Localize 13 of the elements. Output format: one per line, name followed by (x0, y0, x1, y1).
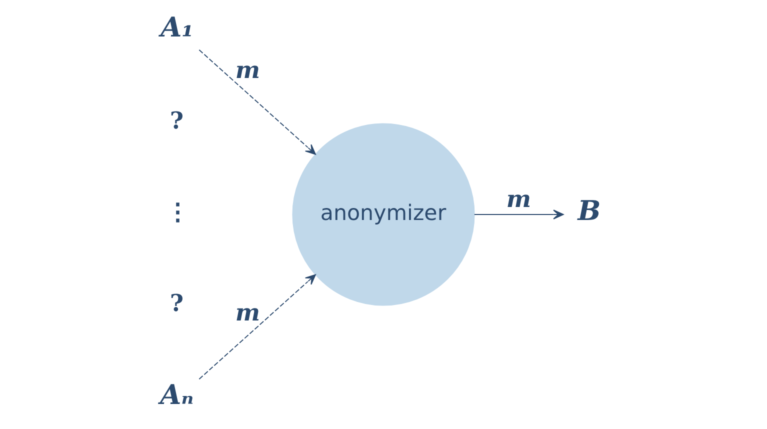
edge-label: m (235, 300, 260, 327)
arrow (474, 210, 564, 220)
arrow (198, 49, 316, 155)
arrow (198, 274, 316, 380)
edge-label: m (235, 56, 260, 84)
node-text: B (578, 195, 601, 228)
node-text: Aₙ (160, 378, 194, 411)
node-circle: anonymizer (292, 123, 475, 306)
label: ? (170, 290, 184, 317)
node-text: A₁ (160, 12, 194, 44)
label: ⋮ (166, 198, 189, 226)
edge-label: m (506, 186, 532, 213)
label: ? (170, 107, 184, 134)
